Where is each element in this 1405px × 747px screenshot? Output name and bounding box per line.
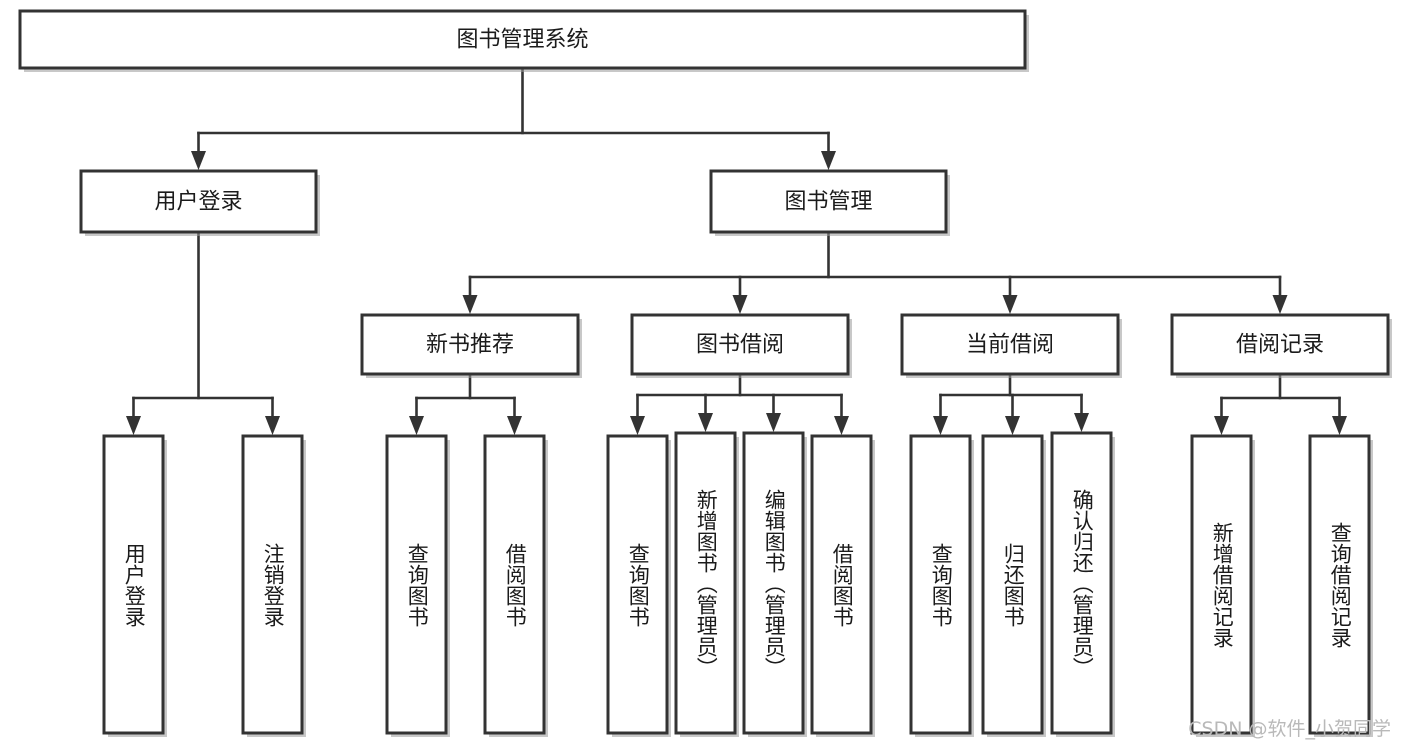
node-label-root: 图书管理系统: [456, 28, 588, 53]
node-box-leaf-user-logout[interactable]: [241, 434, 304, 735]
node-box-leaf-add-record[interactable]: [1190, 434, 1253, 735]
node-label-book-manage: 图书管理: [784, 190, 872, 215]
node-box-root[interactable]: [18, 9, 1027, 70]
node-box-leaf-borrow-book-2[interactable]: [810, 434, 873, 735]
node-box-leaf-borrow-book-1[interactable]: [483, 434, 546, 735]
node-box-user-login[interactable]: [79, 169, 318, 234]
box-layer: [18, 9, 1392, 737]
node-box-leaf-query-book-1[interactable]: [385, 434, 448, 735]
node-box-leaf-user-login[interactable]: [102, 434, 165, 735]
connector-layer: [126, 66, 1347, 435]
node-box-leaf-add-book[interactable]: [674, 431, 737, 735]
node-box-leaf-query-book-2[interactable]: [606, 434, 669, 735]
node-label-borrow-record: 借阅记录: [1236, 333, 1324, 358]
node-label-new-book-rec: 新书推荐: [426, 333, 514, 358]
watermark: CSDN @软件_小贺同学: [1188, 718, 1391, 740]
node-box-new-book-rec[interactable]: [360, 313, 580, 376]
node-box-borrow-record[interactable]: [1170, 313, 1390, 376]
node-box-leaf-confirm-return[interactable]: [1050, 431, 1113, 735]
node-label-user-login: 用户登录: [154, 190, 242, 215]
node-label-current-borrow: 当前借阅: [966, 333, 1054, 358]
node-box-book-manage[interactable]: [709, 169, 948, 234]
node-box-current-borrow[interactable]: [900, 313, 1120, 376]
node-box-leaf-return-book[interactable]: [981, 434, 1044, 735]
node-box-book-borrow[interactable]: [630, 313, 850, 376]
node-box-leaf-query-book-3[interactable]: [909, 434, 972, 735]
node-box-leaf-edit-book[interactable]: [742, 431, 805, 735]
node-box-leaf-query-record[interactable]: [1308, 434, 1371, 735]
node-label-book-borrow: 图书借阅: [696, 333, 784, 358]
